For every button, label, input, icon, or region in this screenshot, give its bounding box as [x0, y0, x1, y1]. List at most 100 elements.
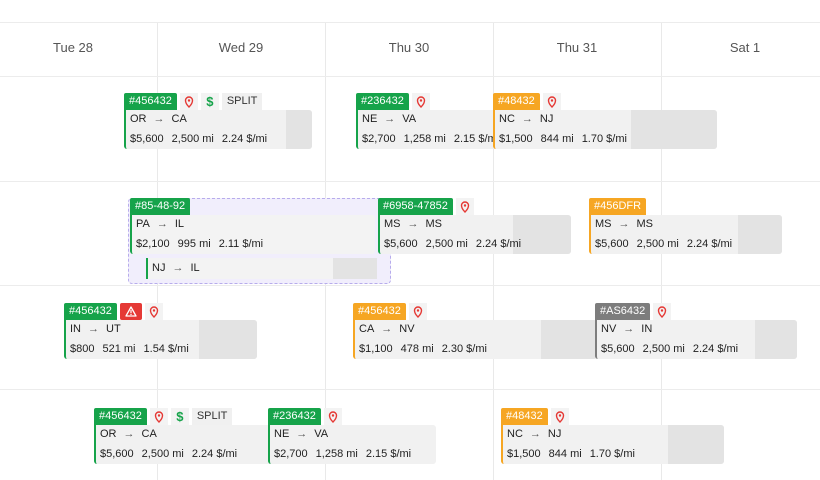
origin-state: NJ — [152, 262, 166, 274]
card-tail — [755, 320, 797, 359]
split-tag: SPLIT — [191, 408, 233, 425]
day-header-thu-30: Thu 30 — [388, 40, 430, 55]
price: $1,500 — [507, 448, 541, 460]
location-pin-icon[interactable] — [455, 198, 474, 215]
destination-state: MS — [636, 218, 654, 230]
row-divider — [0, 285, 820, 286]
location-pin-icon[interactable] — [323, 408, 342, 425]
destination-state: UT — [106, 323, 121, 335]
route: IN→UT — [70, 323, 121, 335]
miles: 995 mi — [177, 238, 211, 250]
miles: 2,500 mi — [642, 343, 685, 355]
day-header-thu-31: Thu 31 — [556, 40, 598, 55]
price: $800 — [70, 343, 95, 355]
card-tail — [333, 258, 377, 279]
origin-state: NC — [499, 113, 515, 125]
route: NC→NJ — [499, 113, 553, 125]
price: $5,600 — [100, 448, 134, 460]
location-pin-icon[interactable] — [179, 93, 198, 110]
card-tail — [631, 110, 717, 149]
row-divider — [0, 76, 820, 77]
rate: 2.24 $/mi — [191, 448, 238, 460]
arrow-right-icon: → — [407, 218, 419, 230]
origin-state: IN — [70, 323, 81, 335]
origin-state: MS — [384, 218, 401, 230]
location-pin-icon[interactable] — [149, 408, 168, 425]
rate: 1.54 $/mi — [143, 343, 189, 355]
arrow-right-icon: → — [172, 262, 184, 274]
destination-state: IN — [641, 323, 653, 335]
arrow-right-icon: → — [623, 323, 635, 335]
load-id-badge: #AS6432 — [595, 303, 651, 320]
route: MS→MS — [595, 218, 653, 230]
miles: 2,500 mi — [141, 448, 184, 460]
miles: 2,500 mi — [171, 133, 214, 145]
price: $2,100 — [136, 238, 170, 250]
miles: 1,258 mi — [403, 133, 446, 145]
split-sub-leg[interactable]: NJ→IL — [146, 258, 377, 279]
route: NC→NJ — [507, 428, 561, 440]
load-id-badge: #456432 — [94, 408, 147, 425]
origin-state: NE — [274, 428, 290, 440]
warning-icon[interactable] — [119, 303, 142, 320]
location-pin-icon[interactable] — [542, 93, 561, 110]
rate: 2.30 $/mi — [441, 343, 487, 355]
card-tail — [541, 320, 597, 359]
price: $5,600 — [384, 238, 418, 250]
rate: 2.24 $/mi — [221, 133, 268, 145]
location-pin-icon[interactable] — [653, 303, 672, 320]
route: NE → VA — [274, 428, 328, 440]
load-id-badge: #456432 — [124, 93, 177, 110]
rate: 2.15 $/mi — [365, 448, 412, 460]
rate: 2.11 $/mi — [218, 238, 264, 250]
route: NJ→IL — [152, 262, 200, 274]
price: $2,700 — [274, 448, 308, 460]
arrow-right-icon: → — [296, 428, 308, 440]
rate: 2.24 $/mi — [692, 343, 739, 355]
destination-state: CA — [141, 428, 157, 440]
price: $2,700 — [362, 133, 396, 145]
row-divider — [0, 22, 820, 23]
destination-state: VA — [314, 428, 329, 440]
location-pin-icon[interactable] — [144, 303, 163, 320]
location-pin-icon[interactable] — [411, 93, 430, 110]
rate: 2.24 $/mi — [475, 238, 522, 250]
location-pin-icon[interactable] — [408, 303, 427, 320]
origin-state: OR — [100, 428, 117, 440]
miles: 478 mi — [400, 343, 434, 355]
destination-state: NJ — [539, 113, 554, 125]
dollar-icon[interactable]: $ — [200, 93, 219, 110]
dollar-icon[interactable]: $ — [170, 408, 189, 425]
load-id-badge: #456DFR — [589, 198, 647, 215]
location-pin-icon[interactable] — [550, 408, 569, 425]
load-id-badge: #85-48-92 — [130, 198, 191, 215]
